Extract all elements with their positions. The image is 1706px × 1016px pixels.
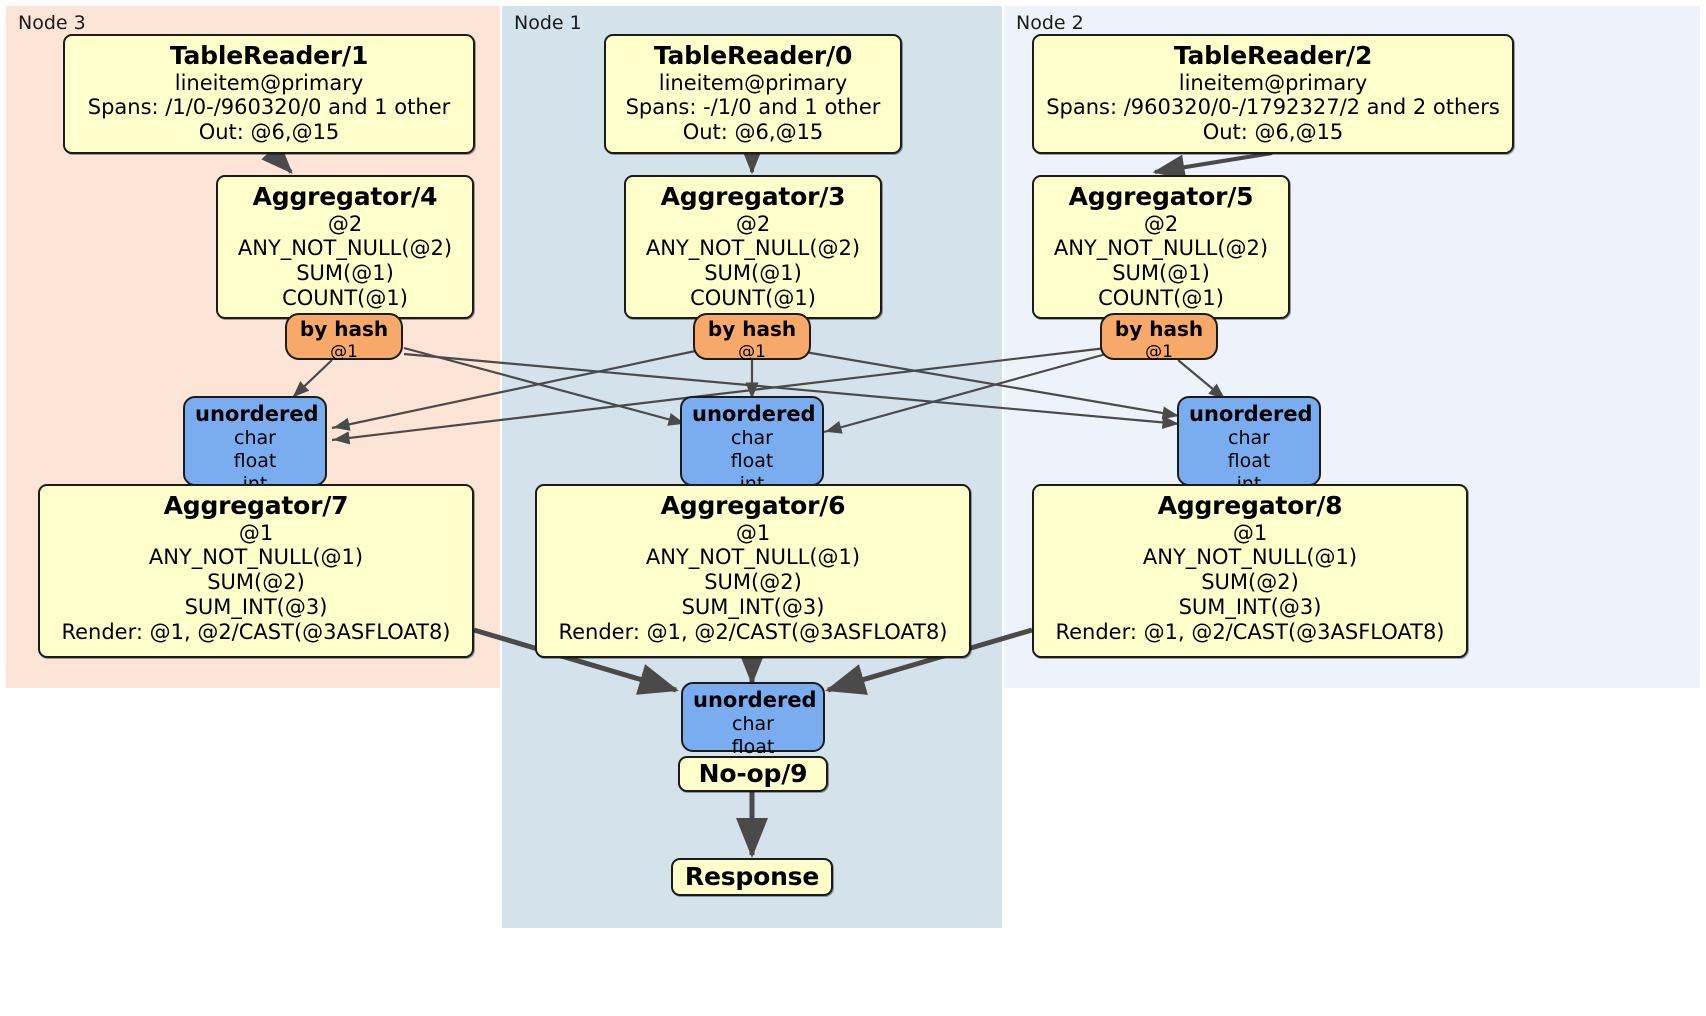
processor-detail: ANY_NOT_NULL(@2) (237, 236, 453, 261)
processor-detail: @1 (735, 520, 771, 545)
processor-detail: ANY_NOT_NULL(@2) (645, 236, 861, 261)
processor-title: TableReader/1 (169, 41, 369, 70)
processor-detail: lineitem@primary (174, 70, 364, 95)
synchronizer-unordered-7[interactable]: unordered char float int (183, 396, 327, 495)
router-detail: @1 (738, 341, 766, 362)
synchronizer-detail: char (731, 427, 773, 450)
processor-detail: SUM_INT(@3) (184, 594, 328, 619)
processor-detail: @2 (735, 211, 771, 236)
processor-detail: ANY_NOT_NULL(@2) (1053, 236, 1269, 261)
processor-detail: Render: @1, @2/CAST(@3ASFLOAT8) (558, 619, 948, 644)
processor-detail: COUNT(@1) (282, 285, 408, 310)
synchronizer-title: unordered (692, 402, 816, 426)
processor-detail: SUM(@2) (207, 570, 305, 595)
processor-detail: SUM(@1) (704, 261, 802, 286)
synchronizer-title: unordered (195, 402, 319, 426)
synchronizer-title: unordered (693, 688, 817, 712)
processor-detail: Out: @6,@15 (1202, 120, 1344, 145)
processor-detail: SUM_INT(@3) (1178, 594, 1322, 619)
router-detail: @1 (330, 341, 358, 362)
synchronizer-detail: char (1228, 427, 1270, 450)
processor-detail: COUNT(@1) (690, 285, 816, 310)
processor-detail: ANY_NOT_NULL(@1) (645, 545, 861, 570)
processor-response[interactable]: Response (671, 858, 833, 896)
processor-detail: Spans: /960320/0-/1792327/2 and 2 others (1046, 95, 1500, 120)
synchronizer-unordered-6[interactable]: unordered char float int (680, 396, 824, 495)
processor-detail: Render: @1, @2/CAST(@3ASFLOAT8) (61, 619, 451, 644)
processor-title: Aggregator/8 (1157, 491, 1343, 520)
processor-title: Aggregator/5 (1068, 182, 1254, 211)
processor-tablereader-0[interactable]: TableReader/0 lineitem@primary Spans: -/… (604, 34, 902, 154)
processor-tablereader-2[interactable]: TableReader/2 lineitem@primary Spans: /9… (1032, 34, 1514, 154)
processor-title: No-op/9 (698, 759, 808, 789)
router-title: by hash (299, 317, 389, 341)
processor-detail: Render: @1, @2/CAST(@3ASFLOAT8) (1055, 619, 1445, 644)
synchronizer-detail: char (234, 427, 276, 450)
processor-detail: SUM(@1) (296, 261, 394, 286)
processor-detail: @1 (238, 520, 274, 545)
processor-detail: Spans: /1/0-/960320/0 and 1 other (87, 95, 451, 120)
router-title: by hash (1114, 317, 1204, 341)
synchronizer-detail: float (1227, 449, 1271, 472)
processor-detail: ANY_NOT_NULL(@1) (1142, 545, 1358, 570)
processor-aggregator-6[interactable]: Aggregator/6 @1 ANY_NOT_NULL(@1) SUM(@2)… (535, 484, 971, 658)
processor-aggregator-8[interactable]: Aggregator/8 @1 ANY_NOT_NULL(@1) SUM(@2)… (1032, 484, 1468, 658)
processor-aggregator-5[interactable]: Aggregator/5 @2 ANY_NOT_NULL(@2) SUM(@1)… (1032, 175, 1290, 319)
processor-aggregator-3[interactable]: Aggregator/3 @2 ANY_NOT_NULL(@2) SUM(@1)… (624, 175, 882, 319)
processor-tablereader-1[interactable]: TableReader/1 lineitem@primary Spans: /1… (63, 34, 475, 154)
processor-noop-9[interactable]: No-op/9 (678, 756, 828, 792)
processor-title: Aggregator/6 (660, 491, 846, 520)
cluster-node-3-label: Node 3 (18, 12, 86, 34)
processor-title: Aggregator/4 (252, 182, 438, 211)
processor-title: Aggregator/3 (660, 182, 846, 211)
router-by-hash-5[interactable]: by hash @1 (1100, 313, 1218, 362)
router-title: by hash (707, 317, 797, 341)
processor-detail: COUNT(@1) (1098, 285, 1224, 310)
router-by-hash-4[interactable]: by hash @1 (285, 313, 403, 362)
processor-detail: SUM_INT(@3) (681, 594, 825, 619)
processor-detail: @2 (1143, 211, 1179, 236)
router-by-hash-3[interactable]: by hash @1 (693, 313, 811, 362)
processor-title: Response (684, 862, 820, 892)
cluster-node-2-label: Node 2 (1016, 12, 1084, 34)
processor-title: Aggregator/7 (163, 491, 349, 520)
synchronizer-unordered-8[interactable]: unordered char float int (1177, 396, 1321, 495)
processor-detail: lineitem@primary (1178, 70, 1368, 95)
synchronizer-detail: float (233, 449, 277, 472)
processor-detail: @1 (1232, 520, 1268, 545)
processor-detail: @2 (327, 211, 363, 236)
router-detail: @1 (1145, 341, 1173, 362)
synchronizer-detail: float (730, 449, 774, 472)
processor-title: TableReader/0 (653, 41, 853, 70)
processor-detail: lineitem@primary (658, 70, 848, 95)
processor-detail: SUM(@1) (1112, 261, 1210, 286)
processor-detail: ANY_NOT_NULL(@1) (148, 545, 364, 570)
processor-detail: SUM(@2) (704, 570, 802, 595)
synchronizer-detail: float (731, 735, 775, 758)
processor-detail: Out: @6,@15 (198, 120, 340, 145)
processor-aggregator-4[interactable]: Aggregator/4 @2 ANY_NOT_NULL(@2) SUM(@1)… (216, 175, 474, 319)
synchronizer-detail: char (732, 713, 774, 736)
processor-detail: Out: @6,@15 (682, 120, 824, 145)
processor-detail: SUM(@2) (1201, 570, 1299, 595)
processor-aggregator-7[interactable]: Aggregator/7 @1 ANY_NOT_NULL(@1) SUM(@2)… (38, 484, 474, 658)
synchronizer-unordered-9[interactable]: unordered char float (681, 682, 825, 758)
synchronizer-title: unordered (1189, 402, 1313, 426)
processor-detail: Spans: -/1/0 and 1 other (625, 95, 881, 120)
cluster-node-1-label: Node 1 (514, 12, 582, 34)
processor-title: TableReader/2 (1173, 41, 1373, 70)
